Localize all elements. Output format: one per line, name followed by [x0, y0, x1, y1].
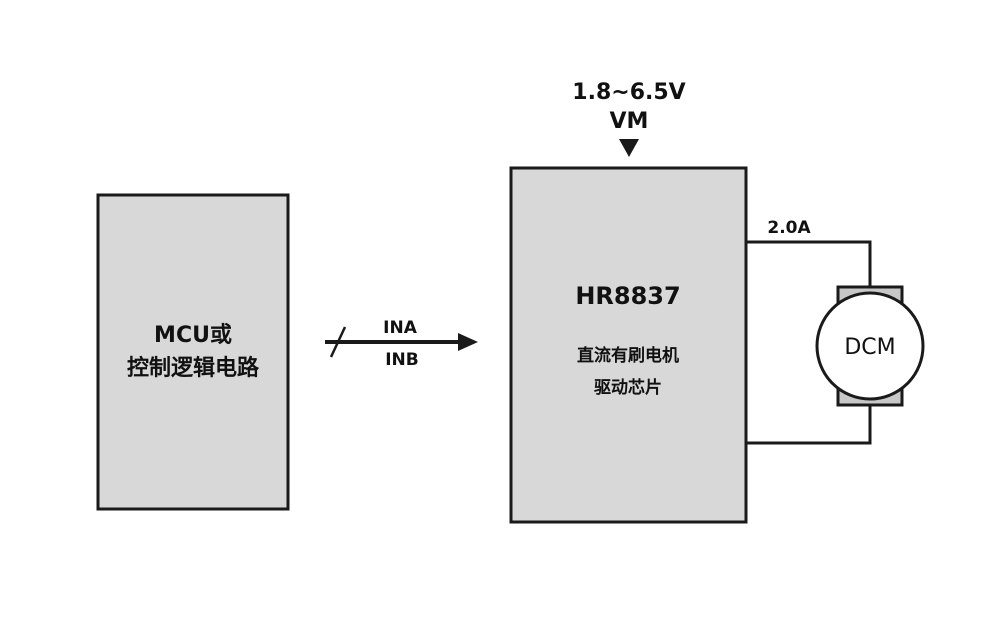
- driver-desc-line1: 直流有刷电机: [577, 345, 679, 366]
- motor-label: DCM: [844, 335, 895, 360]
- mcu-label-line1: MCU或: [154, 322, 232, 348]
- driver-part-number: HR8837: [575, 282, 680, 310]
- supply-arrow-down: [619, 139, 639, 157]
- driver-chip-block: [509, 166, 748, 524]
- driver-desc-line2: 驱动芯片: [594, 377, 662, 398]
- output-current-label: 2.0A: [767, 218, 811, 238]
- signal-inb-label: INB: [385, 350, 419, 370]
- output-wire-bottom: [746, 405, 872, 445]
- signal-ina-label: INA: [383, 318, 418, 338]
- supply-pin-label: VM: [610, 109, 649, 134]
- mcu-label-line2: 控制逻辑电路: [127, 355, 260, 381]
- output-wire-top: [746, 240, 872, 287]
- mcu-block: [96, 193, 290, 511]
- supply-voltage-label: 1.8~6.5V: [572, 80, 685, 105]
- signal-bus-arrowhead: [458, 333, 478, 351]
- bus-slash-mark: [329, 326, 347, 358]
- motor-circle: [815, 291, 925, 401]
